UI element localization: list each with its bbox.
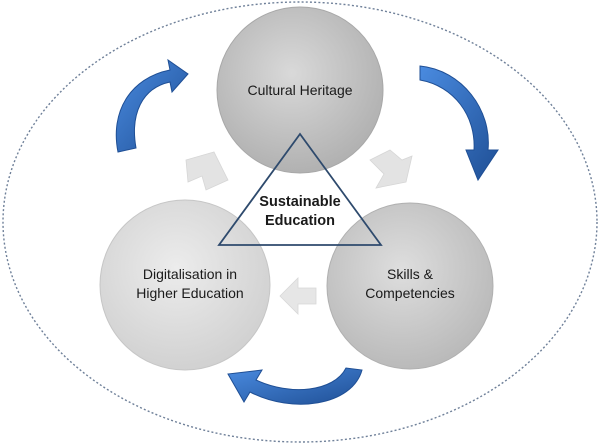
cultural-heritage-circle [216, 6, 384, 174]
gray-arrow-bottom-left [279, 277, 317, 315]
sustainable-education-label: Sustainable Education [259, 194, 341, 229]
center-triangle [217, 132, 383, 246]
cultural-heritage-label: Cultural Heritage [247, 81, 353, 98]
blue-arrow-bottom [227, 367, 363, 405]
digitalisation-label: Digitalisation in Higher Education [136, 266, 244, 301]
blue-arrow-top-left [115, 58, 189, 153]
skills-label: Skills & Competencies [365, 266, 455, 301]
gray-arrow-left-up [185, 151, 229, 191]
blue-arrow-top-right [419, 65, 499, 182]
gray-arrow-right-down [369, 149, 413, 189]
digitalisation-circle [99, 199, 271, 371]
